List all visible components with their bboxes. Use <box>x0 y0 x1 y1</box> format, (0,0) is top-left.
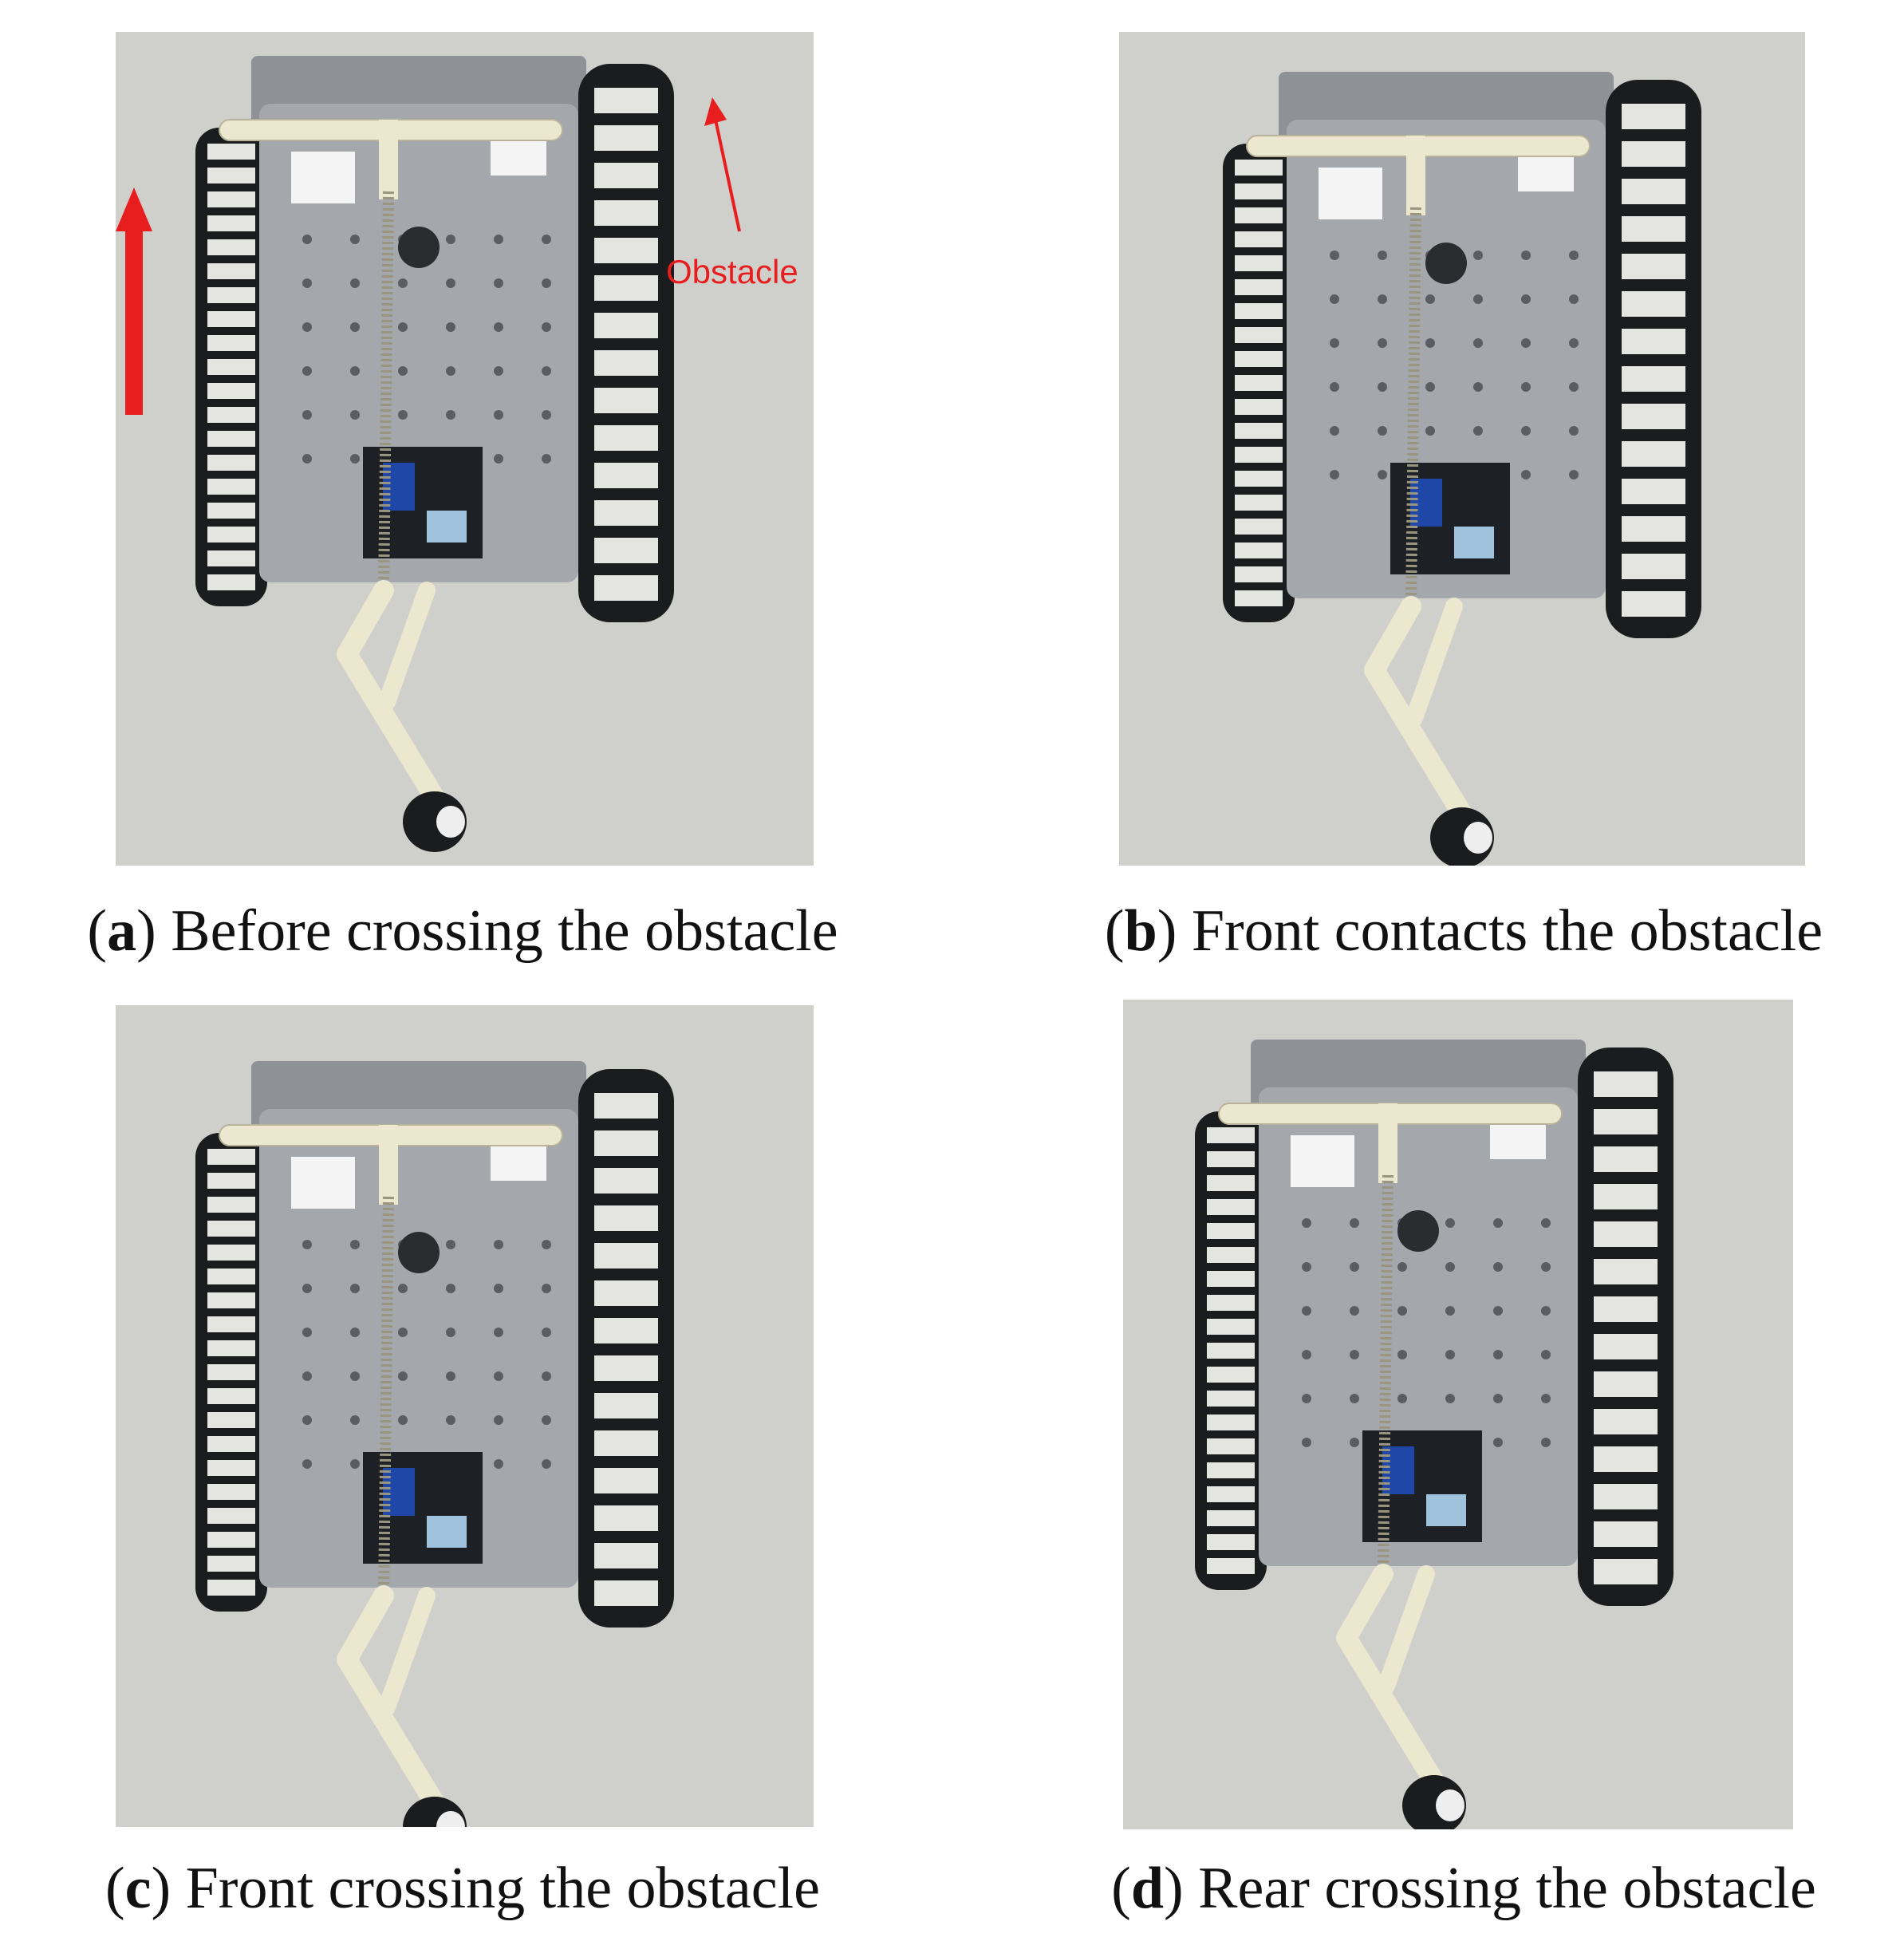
caption-c: (c) Front crossing the obstacle <box>104 1856 821 1921</box>
wall-climbing-robot <box>195 56 674 852</box>
robot-photo-b <box>1119 32 1805 866</box>
caption-a: (a) Before crossing the obstacle <box>87 898 838 964</box>
robot-photo-a: Obstacle <box>116 32 814 866</box>
direction-arrow-icon <box>116 187 152 415</box>
wall-climbing-robot <box>1223 72 1701 866</box>
caption-b: (b) Front contacts the obstacle <box>1104 898 1823 964</box>
caption-text: Front crossing the obstacle <box>185 1856 821 1921</box>
photo-b <box>1119 32 1805 866</box>
robot-photo-c <box>116 1005 814 1827</box>
robot-photo-d <box>1123 1000 1793 1829</box>
photo-a: Obstacle <box>116 32 814 866</box>
photo-d <box>1123 1000 1793 1829</box>
caption-d: (d) Rear crossing the obstacle <box>1111 1856 1816 1921</box>
obstacle-label: Obstacle <box>666 253 798 290</box>
caption-letter: a <box>107 898 137 964</box>
obstacle-pointer-icon <box>704 97 741 232</box>
caption-text: Rear crossing the obstacle <box>1198 1856 1816 1921</box>
caption-text: Front contacts the obstacle <box>1191 898 1823 964</box>
wall-climbing-robot <box>1195 1040 1673 1829</box>
caption-letter: b <box>1124 898 1157 964</box>
photo-c <box>116 1005 814 1827</box>
caption-letter: c <box>124 1856 152 1921</box>
caption-text: Before crossing the obstacle <box>171 898 838 964</box>
wall-climbing-robot <box>195 1061 674 1827</box>
caption-letter: d <box>1130 1856 1164 1921</box>
